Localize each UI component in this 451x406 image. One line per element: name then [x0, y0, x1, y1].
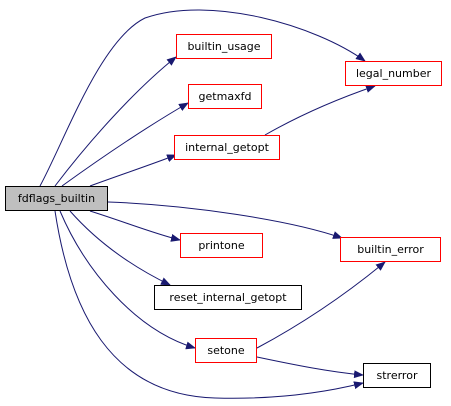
edge-fdflags-builtin-to-strerror: [54, 210, 364, 399]
edge-fdflags-builtin-to-getmaxfd: [61, 102, 189, 187]
edge-fdflags-builtin-to-internal-getopt: [89, 154, 177, 187]
node-printone[interactable]: printone: [180, 233, 263, 258]
node-getmaxfd[interactable]: getmaxfd: [188, 84, 262, 109]
edge-fdflags-builtin-to-printone: [89, 210, 181, 242]
edge-fdflags-builtin-to-builtin-error: [107, 201, 343, 239]
node-setone[interactable]: setone: [195, 338, 257, 363]
node-legal-number[interactable]: legal_number: [345, 61, 442, 86]
edge-fdflags-builtin-to-setone: [59, 210, 196, 350]
edge-fdflags-builtin-to-reset-internal-getopt: [69, 210, 171, 286]
edge-setone-to-builtin-error: [256, 261, 386, 349]
edge-fdflags-builtin-to-legal-number: [39, 9, 366, 187]
node-reset-internal-getopt[interactable]: reset_internal_getopt: [154, 285, 302, 310]
edge-setone-to-strerror: [256, 356, 364, 379]
edge-fdflags-builtin-to-builtin-usage: [54, 56, 177, 187]
node-fdflags-builtin: fdflags_builtin: [5, 186, 108, 211]
node-strerror[interactable]: strerror: [363, 363, 431, 388]
edge-internal-getopt-to-legal-number: [264, 85, 376, 136]
node-builtin-error[interactable]: builtin_error: [340, 237, 441, 262]
node-internal-getopt[interactable]: internal_getopt: [174, 135, 280, 160]
node-builtin-usage[interactable]: builtin_usage: [176, 34, 272, 59]
